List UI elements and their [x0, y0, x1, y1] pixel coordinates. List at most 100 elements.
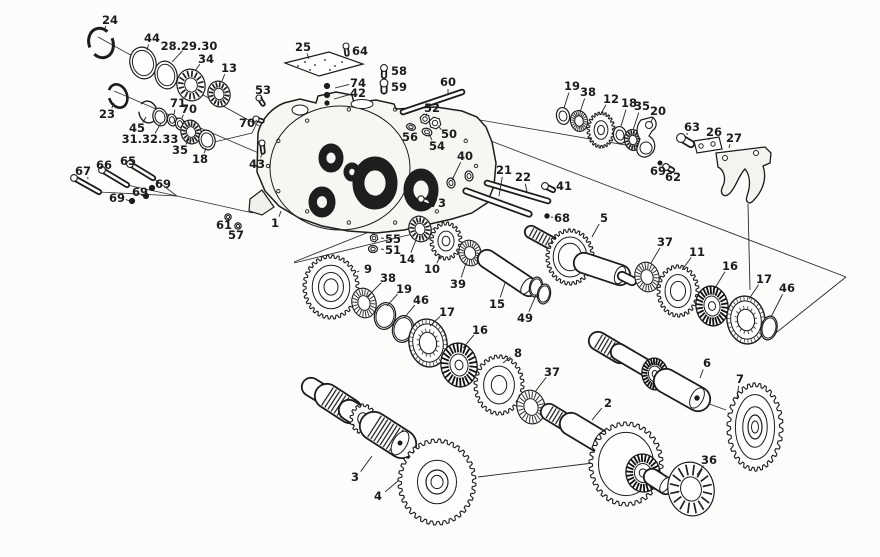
part-label-14-34: 14: [399, 239, 417, 266]
ring-28-29-30: [154, 60, 178, 90]
svg-text:9: 9: [364, 262, 372, 276]
part-label-42-18: 42: [333, 86, 366, 100]
ring-18: [198, 129, 216, 151]
washer-40-a: [446, 177, 456, 189]
part-label-57-72: 57: [228, 226, 244, 242]
washer-57: [234, 222, 242, 230]
part-label-12-56: 12: [601, 92, 619, 113]
part-label-19-54: 19: [563, 79, 580, 109]
svg-text:69: 69: [650, 164, 666, 178]
part-label-59-20: 59: [391, 80, 407, 94]
svg-text:37: 37: [544, 365, 560, 379]
part-label-36-76: 36: [696, 453, 717, 476]
svg-text:20: 20: [650, 104, 666, 118]
svg-text:70: 70: [239, 116, 255, 130]
svg-text:27: 27: [726, 131, 742, 145]
svg-text:35: 35: [634, 99, 650, 113]
part-label-28.29.30-2: 28.29.30: [161, 39, 217, 63]
part-label-55-32: 55: [380, 232, 401, 246]
part-label-62-64: 62: [665, 169, 681, 184]
part-label-69-68: 69: [153, 177, 171, 191]
part-label-34-3: 34: [194, 52, 214, 72]
svg-text:69: 69: [132, 185, 148, 199]
svg-text:3: 3: [351, 470, 359, 484]
part-label-60-21: 60: [440, 75, 456, 94]
svg-text:18: 18: [621, 96, 637, 110]
washer-71: [166, 113, 178, 127]
part-label-11-50: 11: [681, 245, 705, 271]
svg-text:50: 50: [441, 127, 457, 141]
nut-55: [369, 233, 379, 243]
svg-text:62: 62: [665, 170, 681, 184]
plug-61: [224, 213, 232, 221]
svg-text:60: 60: [440, 75, 456, 89]
svg-text:63: 63: [684, 120, 700, 134]
cam-20-hole-a: [645, 121, 653, 129]
part-label-61-71: 61: [216, 218, 232, 232]
part-label-26-61: 26: [706, 125, 722, 141]
part-label-5-39: 5: [591, 211, 608, 238]
part-label-74-17: 74: [334, 76, 366, 90]
part-label-58-19: 58: [391, 64, 407, 78]
gear-12: [586, 111, 616, 149]
svg-text:13: 13: [221, 61, 237, 75]
part-label-18-57: 18: [620, 96, 637, 127]
gear-9: [302, 254, 360, 320]
part-label-23-6: 23: [99, 102, 115, 121]
shift-rod-21: [462, 187, 533, 218]
part-label-69-69: 69: [132, 185, 149, 199]
part-label-3-74: 3: [351, 455, 373, 484]
screw-69-right: [657, 160, 663, 166]
svg-text:66: 66: [96, 158, 112, 172]
housing-bore-main: [352, 156, 398, 210]
roller-cage-38-lower: [351, 287, 377, 319]
part-label-25-15: 25: [295, 40, 311, 60]
stud-74-b: [323, 91, 331, 99]
shift-rod-22: [483, 179, 552, 205]
part-label-17-44: 17: [429, 305, 455, 327]
housing-bore-upper: [318, 143, 344, 173]
svg-text:65: 65: [120, 154, 136, 168]
shaft-6-center-hole: [694, 395, 700, 401]
svg-text:55: 55: [385, 232, 401, 246]
circlip-44: [129, 46, 157, 80]
stud-43: [258, 139, 266, 155]
svg-text:61: 61: [216, 218, 232, 232]
shaft-piece-15: [476, 248, 540, 298]
bolt-66: [98, 166, 131, 189]
part-label-70-10: 70: [181, 102, 197, 119]
part-label-70-13: 70: [239, 116, 258, 130]
bolt-63: [676, 133, 696, 149]
leader-lines: [97, 36, 847, 478]
synchro-ring-17-lower: [408, 318, 448, 368]
part-label-51-33: 51: [380, 243, 401, 257]
housing-top-boss: [350, 99, 374, 109]
screw-70-housing: [252, 115, 265, 124]
svg-text:17: 17: [756, 272, 772, 286]
part-label-49-38: 49: [517, 294, 537, 325]
part-label-31.32.33-8: 31.32.33: [122, 122, 178, 146]
plate-26-hole-a: [698, 143, 704, 149]
svg-text:12: 12: [603, 92, 619, 106]
svg-text:15: 15: [489, 297, 505, 311]
part-label-4-75: 4: [374, 480, 399, 503]
ball-bearing-36: [667, 461, 715, 517]
svg-text:42: 42: [350, 86, 366, 100]
clutch-hub-16-upper: [695, 285, 729, 327]
part-label-53-5: 53: [255, 83, 271, 100]
gear-4-hub: [425, 469, 449, 495]
svg-text:25: 25: [295, 40, 311, 54]
shaft-5-tip: [616, 270, 638, 287]
washer-51: [367, 244, 379, 254]
part-label-44-1: 44: [144, 31, 160, 51]
part-label-19-42: 19: [386, 282, 412, 307]
svg-text:46: 46: [413, 293, 429, 307]
roller-cage-37-upper: [634, 261, 660, 293]
svg-text:11: 11: [689, 245, 705, 259]
part-label-65-67: 65: [120, 154, 136, 168]
part-label-10-35: 10: [424, 254, 442, 276]
svg-text:23: 23: [99, 107, 115, 121]
screw-68: [544, 213, 550, 219]
svg-text:51: 51: [385, 243, 401, 257]
svg-text:69: 69: [109, 191, 125, 205]
